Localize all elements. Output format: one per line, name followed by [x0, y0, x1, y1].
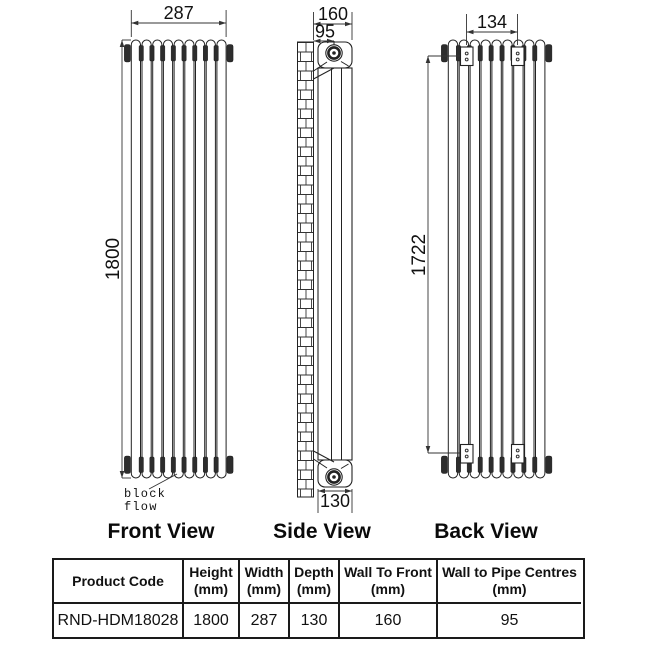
vertical-centres-label: 1722: [409, 234, 430, 276]
bottom-valve-icon: [325, 468, 343, 486]
top-valve-icon: [325, 41, 343, 62]
spec-value-product-code: RND-HDM18028: [54, 604, 184, 637]
front-width-label: 287: [164, 3, 194, 23]
bracket-centres-label: 134: [477, 12, 507, 32]
back-view: 134 1722 Back View: [409, 12, 553, 543]
side-view-label: Side View: [273, 520, 371, 543]
flow-note-line2: flow: [124, 500, 158, 514]
spec-header-width: Width(mm): [240, 560, 290, 604]
flow-note-line1: block: [124, 487, 166, 501]
spec-table: Product Code Height(mm) Width(mm) Depth(…: [52, 558, 585, 639]
side-wall-to-pipe-dimension: 95: [313, 22, 335, 44]
side-depth-dimension: 130: [317, 488, 353, 513]
back-vertical-centres-dimension: 1722: [409, 55, 460, 454]
spec-value-depth: 130: [290, 604, 340, 637]
side-wall-to-front-dimension: 160: [313, 4, 353, 40]
spec-value-width: 287: [240, 604, 290, 637]
spec-value-wall-to-pipe-centres: 95: [500, 611, 519, 629]
front-height-dimension: 1800: [103, 39, 131, 479]
spec-header-product-code: Product Code: [54, 560, 184, 604]
spec-value-height: 1800: [184, 604, 240, 637]
wall-brick-pattern: [297, 41, 314, 498]
technical-drawing: 287 1800 block flow Front View: [103, 3, 553, 543]
spec-header-height: Height(mm): [184, 560, 240, 604]
front-width-dimension: 287: [130, 3, 227, 37]
wall-to-front-label: 160: [318, 4, 348, 24]
front-radiator-columns: [124, 39, 234, 479]
spec-header-wall-to-front: Wall To Front(mm): [340, 560, 438, 604]
wall-brackets: [459, 46, 525, 464]
side-radiator-profile: [313, 41, 353, 488]
front-height-label: 1800: [103, 238, 124, 280]
depth-label: 130: [320, 491, 350, 511]
spec-header-depth: Depth(mm): [290, 560, 340, 604]
spec-value-wall-to-front: 160: [340, 604, 438, 637]
spec-header-wall-to-pipe-centres: Wall to Pipe Centres(mm): [438, 560, 581, 604]
wall-to-pipe-label: 95: [315, 22, 335, 42]
back-view-label: Back View: [434, 520, 538, 543]
side-view: 160 95 130 Side View: [273, 4, 371, 543]
front-view-label: Front View: [108, 520, 216, 543]
back-bracket-centres-dimension: 134: [466, 12, 518, 45]
front-flow-note: block flow: [124, 473, 178, 514]
front-view: 287 1800 block flow Front View: [103, 3, 234, 543]
back-radiator-columns: [441, 39, 553, 479]
